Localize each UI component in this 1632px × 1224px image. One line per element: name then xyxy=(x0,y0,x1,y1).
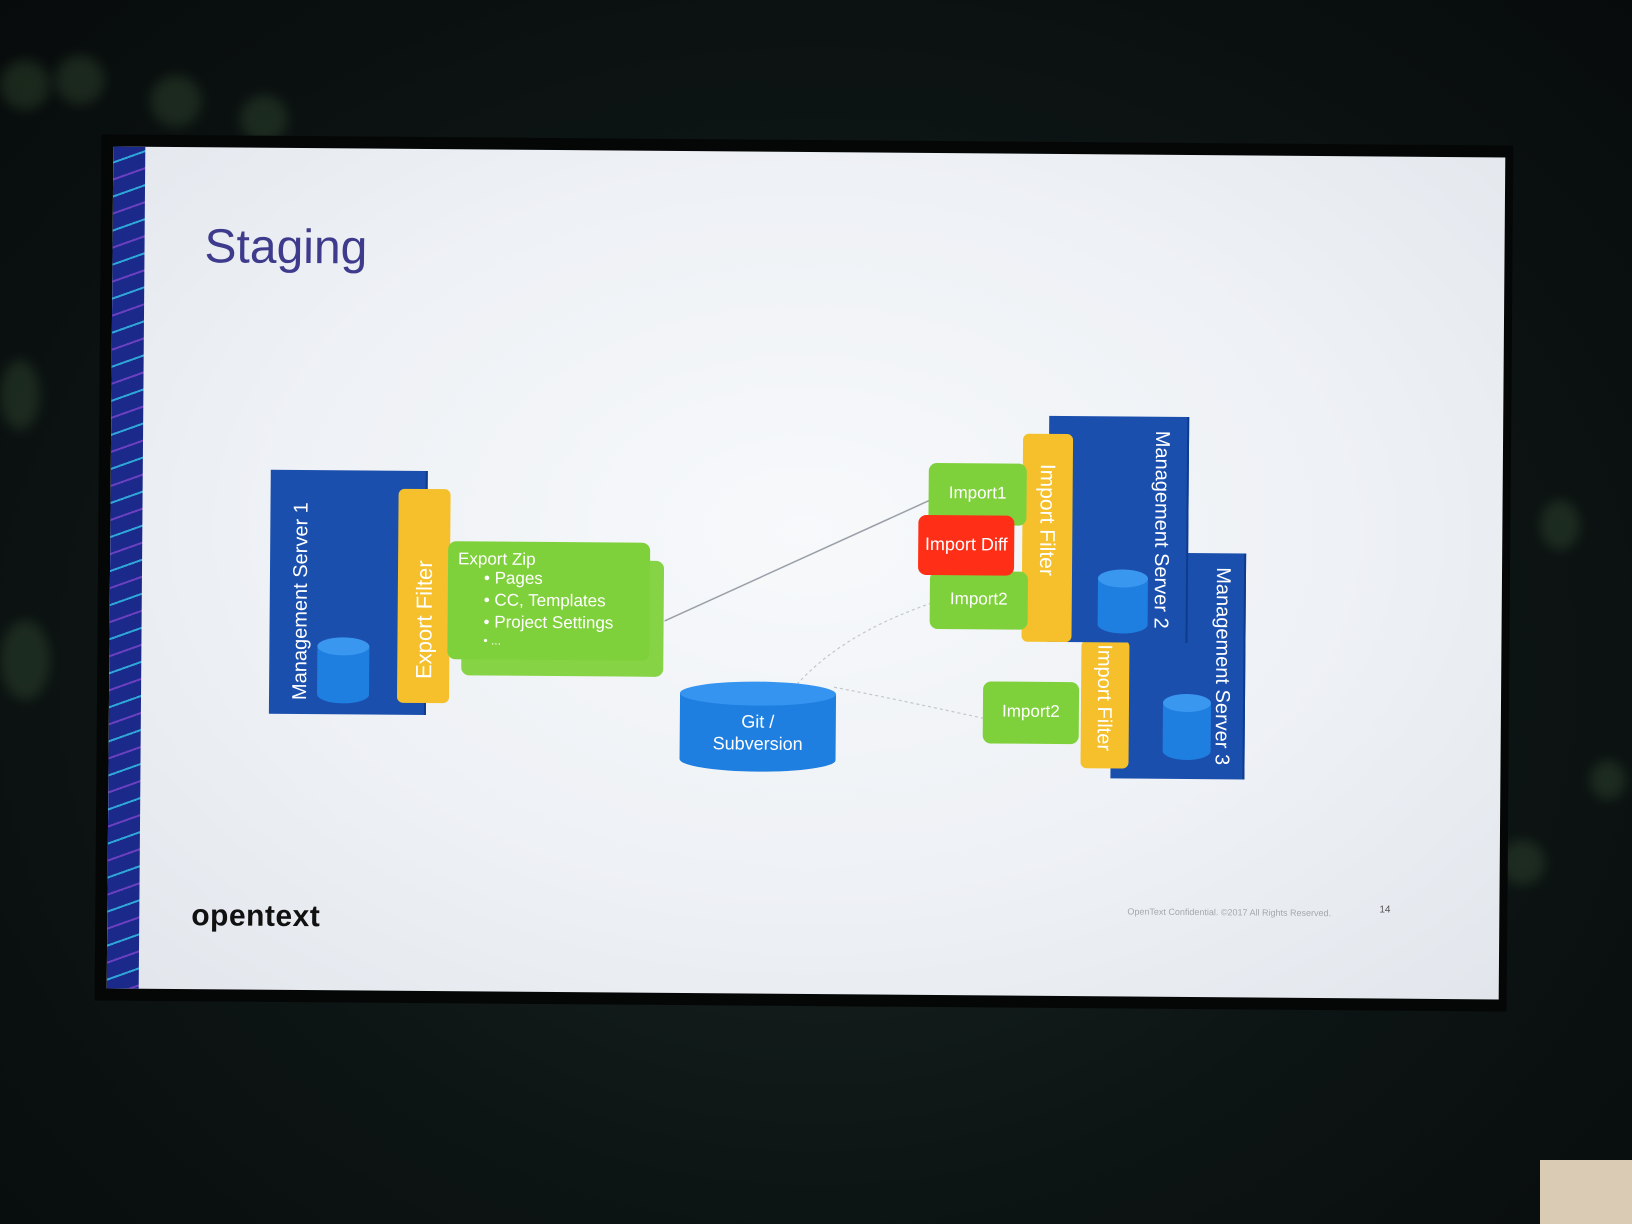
table-edge xyxy=(1540,1160,1632,1224)
filter-label: Import Filter xyxy=(1034,463,1059,576)
bokeh-light xyxy=(0,60,50,110)
database-icon xyxy=(1162,693,1211,760)
import2-label: Import2 xyxy=(949,589,1008,609)
bokeh-light xyxy=(1590,760,1626,800)
export-zip-box: Export Zip • Pages • CC, Templates • Pro… xyxy=(447,541,651,661)
list-item: • Project Settings xyxy=(483,612,614,633)
database-icon xyxy=(1097,569,1148,634)
server-label: Management Server 2 xyxy=(1149,430,1174,629)
server-label: Management Server 3 xyxy=(1210,567,1235,766)
export-zip-list: • Pages • CC, Templates • Project Settin… xyxy=(455,567,613,648)
page-number: 14 xyxy=(1379,904,1391,916)
bokeh-light xyxy=(0,360,40,430)
filter-label: Export Filter xyxy=(411,560,438,680)
management-server-2: Management Server 2 xyxy=(1047,415,1190,643)
bokeh-light xyxy=(1540,500,1580,550)
import-diff-box: Import Diff xyxy=(917,514,1015,576)
list-item: • ... xyxy=(483,633,502,648)
presentation-slide: Staging Management Server 1 Export Filte… xyxy=(106,146,1506,1000)
repo-line2: Subversion xyxy=(712,733,803,754)
connector-line xyxy=(833,686,984,719)
git-subversion-database xyxy=(679,681,837,772)
repo-line1: Git / xyxy=(741,711,775,732)
management-server-3: Management Server 3 xyxy=(1110,552,1247,780)
export-filter-bar: Export Filter xyxy=(396,488,451,704)
import2-box-server2: Import2 xyxy=(929,570,1029,630)
server-label: Management Server 1 xyxy=(288,502,313,701)
connector-line xyxy=(664,498,933,622)
list-item: • CC, Templates xyxy=(483,590,606,611)
bokeh-light xyxy=(55,55,105,105)
footer-confidential: OpenText Confidential. ©2017 All Rights … xyxy=(1127,906,1332,919)
management-server-1: Management Server 1 xyxy=(268,469,428,716)
filter-label: Import Filter xyxy=(1092,644,1116,752)
import1-label: Import1 xyxy=(948,483,1007,503)
bokeh-light xyxy=(150,75,202,127)
import2-box-server3: Import2 xyxy=(982,681,1080,745)
database-icon xyxy=(317,637,370,704)
import-filter-bar-2: Import Filter xyxy=(1021,433,1074,643)
import2-label: Import2 xyxy=(1002,701,1060,721)
import-diff-label: Import Diff xyxy=(924,533,1008,555)
import-filter-bar-3: Import Filter xyxy=(1080,640,1130,769)
bokeh-light xyxy=(0,620,50,700)
opentext-logo: opentext xyxy=(191,899,321,934)
list-item: • Pages xyxy=(483,568,543,588)
